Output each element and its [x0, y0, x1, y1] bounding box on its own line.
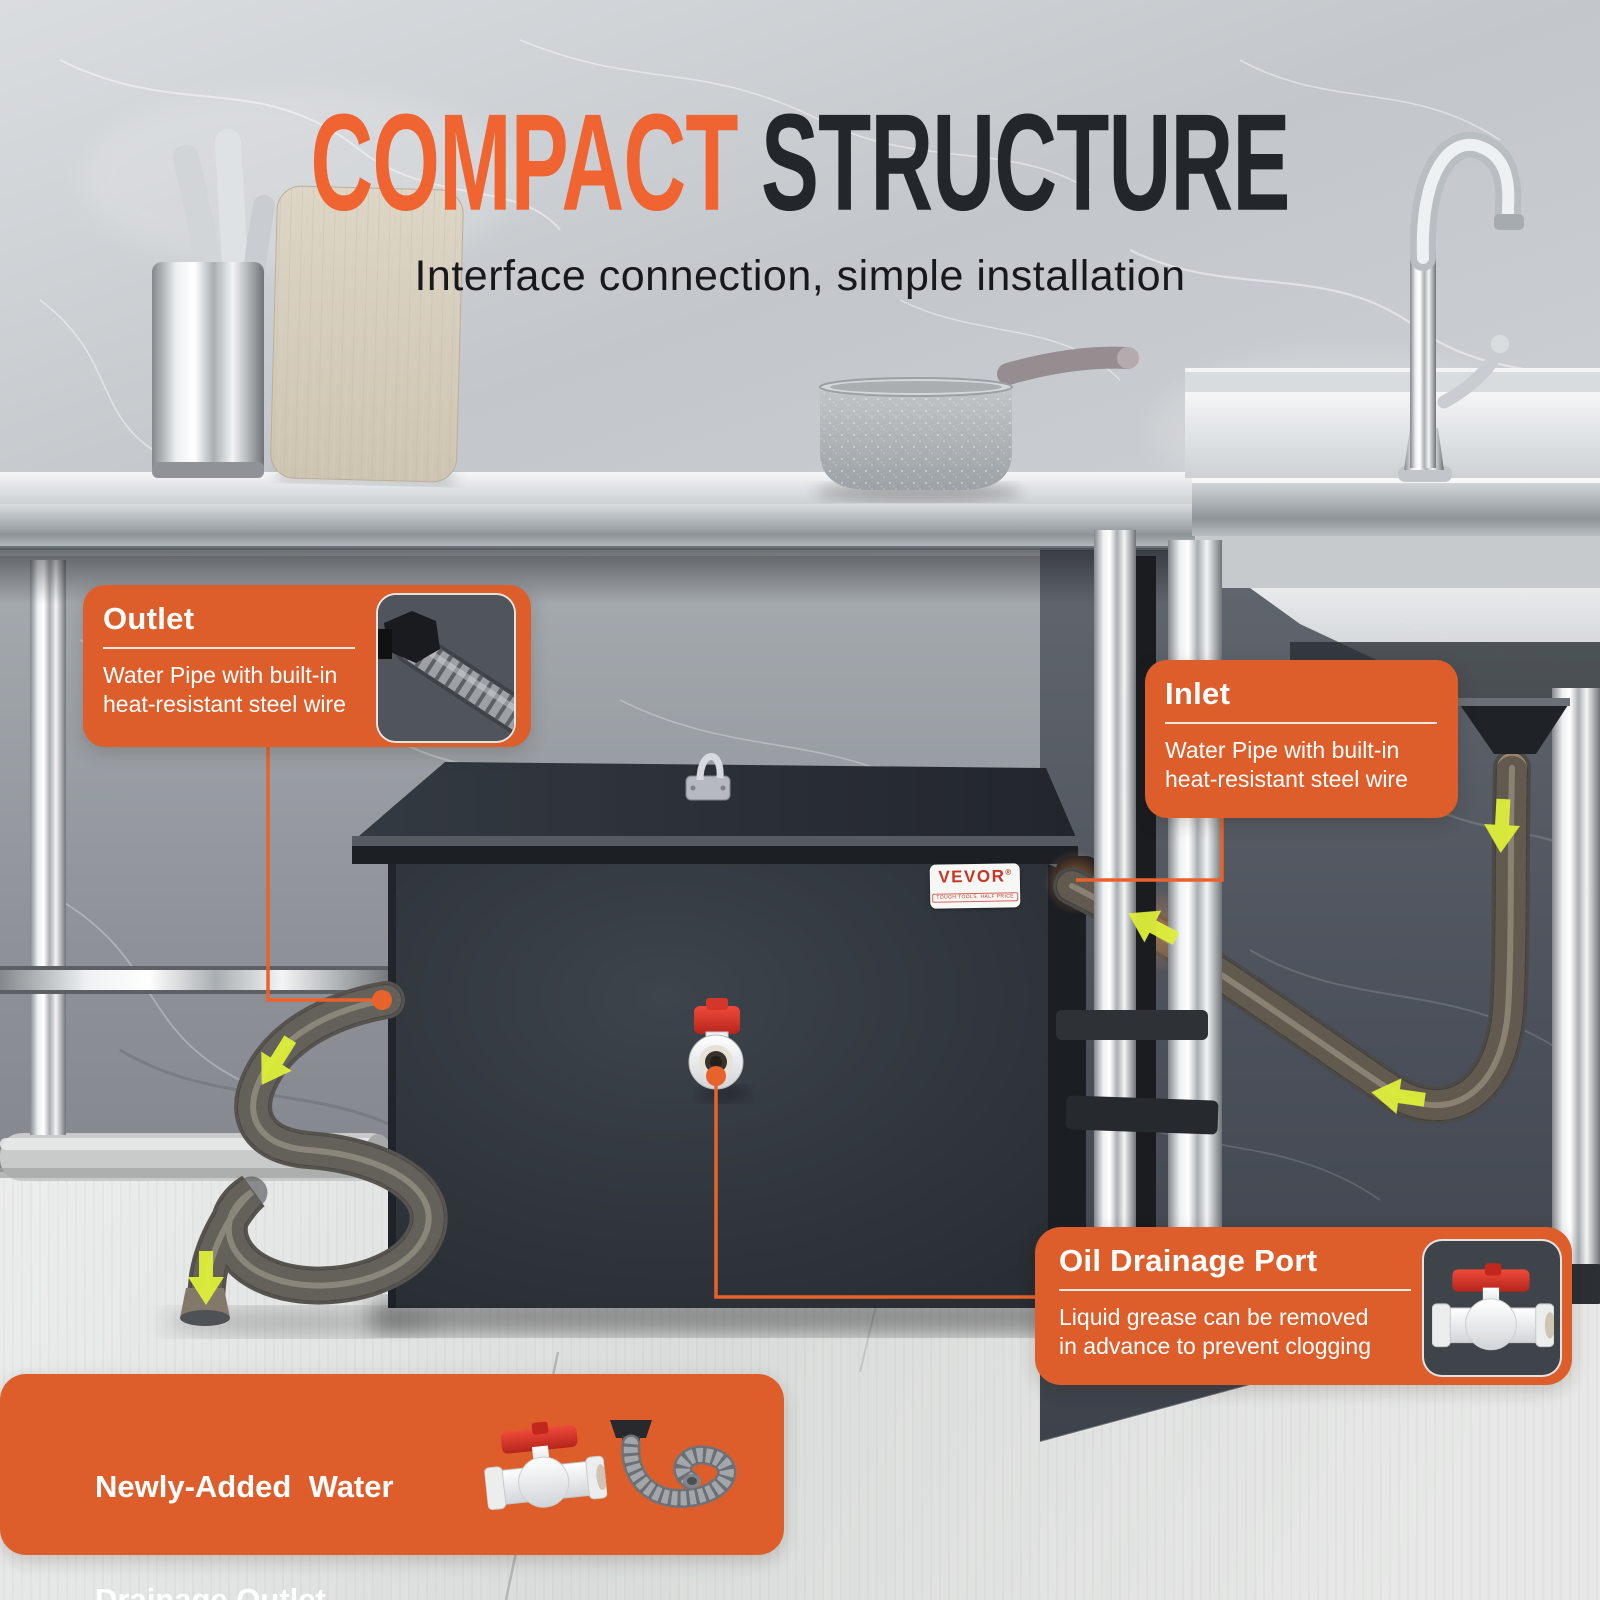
left-table-leg [30, 560, 66, 1135]
divider [1059, 1289, 1411, 1291]
oil-valve-photo [1422, 1239, 1562, 1377]
outlet-anchor-dot [372, 990, 392, 1010]
inlet-body: Water Pipe with built-in heat-resistant … [1165, 737, 1408, 792]
inlet-title: Inlet [1165, 676, 1231, 711]
ball-valve-icon [479, 1415, 610, 1514]
title-highlight: COMPACT [310, 86, 738, 240]
sink-unit [1185, 368, 1600, 706]
page-title: COMPACT STRUCTURE [144, 94, 1456, 232]
brand-tagline: TOUGH TOOLS, HALF PRICE [932, 892, 1019, 903]
left-counter [0, 472, 1195, 1135]
under-shelf-rail [0, 966, 392, 994]
oil-title: Oil Drainage Port [1059, 1243, 1318, 1278]
pan-handle [997, 346, 1137, 385]
faucet [1398, 131, 1524, 482]
brand-logo: VEVOR® [938, 866, 1012, 887]
oil-leader-line [714, 1078, 1037, 1299]
callout-water-drainage: Newly-Added Water Drainage Outlet Faucet… [0, 1374, 784, 1600]
callout-outlet: Outlet Water Pipe with built-in heat-res… [83, 585, 531, 747]
brand-label: VEVOR® TOUGH TOOLS, HALF PRICE [929, 863, 1021, 909]
title-rest: STRUCTURE [760, 86, 1290, 240]
outlet-leader-line [266, 747, 372, 1002]
drain-hose-icon [598, 1414, 760, 1526]
knife-block [152, 129, 275, 478]
outlet-pipe-photo [376, 593, 516, 743]
cutting-board [270, 185, 464, 487]
page-subtitle: Interface connection, simple installatio… [414, 252, 1186, 300]
saucepan [814, 346, 1139, 501]
outlet-title: Outlet [103, 601, 195, 636]
lid-latch [685, 753, 731, 801]
leader-lines [266, 747, 1224, 1299]
inlet-leader-line [1076, 818, 1224, 882]
sink-drain-funnel [1458, 698, 1570, 754]
divider [1165, 722, 1437, 724]
callout-oil-drainage: Oil Drainage Port Liquid grease can be r… [1035, 1227, 1572, 1385]
divider [103, 647, 355, 649]
valve-handle [694, 1006, 740, 1034]
grease-trap-box [352, 753, 1108, 1334]
outlet-body: Water Pipe with built-in heat-resistant … [103, 662, 346, 717]
oil-anchor-dot [706, 1066, 726, 1086]
oil-drainage-valve [688, 998, 750, 1102]
ball-valve-icon [1432, 1262, 1554, 1351]
corrugated-pipe-icon [378, 595, 514, 741]
outlet-hose [160, 981, 448, 1336]
trap-lid [352, 762, 1078, 842]
oil-body: Liquid grease can be removed in advance … [1059, 1304, 1371, 1359]
callout-inlet: Inlet Water Pipe with built-in heat-resi… [1145, 660, 1458, 818]
water-title: Newly-Added Water Drainage Outlet [95, 1468, 394, 1600]
